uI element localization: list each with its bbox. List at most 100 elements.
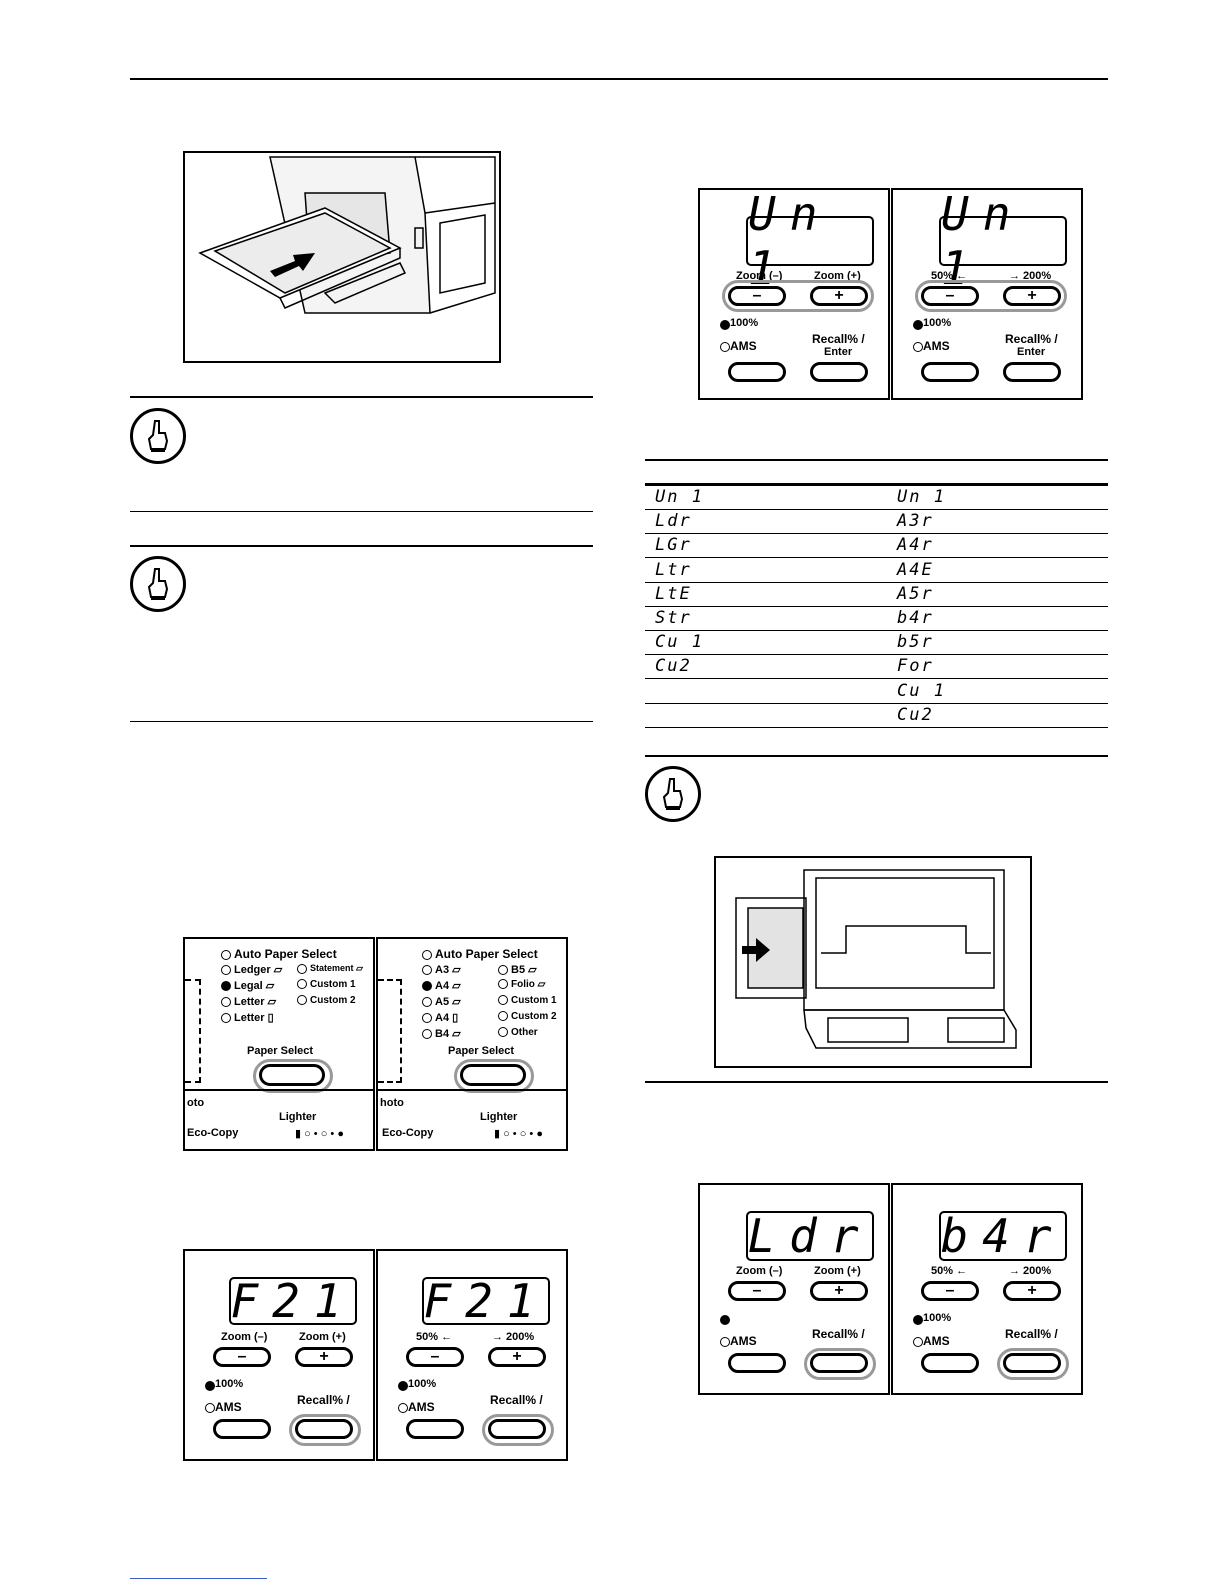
enter-button[interactable] xyxy=(1003,362,1061,382)
zoom-minus-button[interactable]: – xyxy=(728,286,786,306)
label-ams: AMS xyxy=(730,339,757,353)
label-100: 100% xyxy=(215,1378,244,1390)
led-100 xyxy=(205,1381,215,1391)
option-b4: B4 ▱ xyxy=(422,1027,461,1040)
paper-select-panel-inch: Auto Paper Select Ledger ▱ Legal ▱ Lette… xyxy=(183,937,375,1151)
option-custom1: Custom 1 xyxy=(498,995,557,1006)
led-ams xyxy=(720,1337,730,1347)
lighter-label: Lighter xyxy=(279,1111,317,1123)
zoom-minus-button[interactable]: – xyxy=(406,1347,464,1367)
ams-button[interactable] xyxy=(728,1353,786,1373)
enter-button[interactable] xyxy=(810,1353,868,1373)
inch-code: LGr xyxy=(655,535,692,556)
ams-button[interactable] xyxy=(921,1353,979,1373)
photo-label: oto xyxy=(187,1097,205,1109)
metric-code: b4r xyxy=(897,608,934,628)
label-recall: Recall% / xyxy=(1005,1327,1058,1341)
enter-button[interactable] xyxy=(810,362,868,382)
note1-top-rule xyxy=(130,396,593,398)
zoom-plus-button[interactable]: + xyxy=(810,286,868,306)
eco-copy-label: Eco-Copy xyxy=(382,1127,434,1139)
paper-select-label: Paper Select xyxy=(448,1045,515,1057)
led-100 xyxy=(720,320,730,330)
paper-select-button[interactable] xyxy=(460,1064,526,1086)
zoom-buttons-highlight xyxy=(915,280,1067,312)
zoom-plus-button[interactable]: + xyxy=(1003,1281,1061,1301)
ams-button[interactable] xyxy=(728,362,786,382)
f21-panel-inch: F21 Zoom (–) Zoom (+) – + 100% AMS Recal… xyxy=(183,1249,375,1461)
metric-code: Cu 1 xyxy=(897,680,946,701)
led-ams xyxy=(720,342,730,352)
pointing-hand-icon xyxy=(130,556,186,612)
zoom-plus-button[interactable]: + xyxy=(1003,286,1061,306)
option-b5: B5 ▱ xyxy=(498,963,537,976)
pointing-hand-icon xyxy=(645,766,701,822)
metric-code: A4E xyxy=(897,559,934,580)
zoom-plus-label: Zoom (+) xyxy=(814,270,861,282)
zoom-plus-button[interactable]: + xyxy=(488,1347,546,1367)
ams-button[interactable] xyxy=(406,1419,464,1439)
option-a4r: A4 ▱ xyxy=(422,979,461,992)
tray-indicators xyxy=(185,979,201,1083)
panel-divider xyxy=(185,1089,373,1091)
zoom-minus-button[interactable]: – xyxy=(213,1347,271,1367)
lcd-display: Un 1 xyxy=(746,190,874,295)
label-ams: AMS xyxy=(923,1334,950,1348)
paper-select-button[interactable] xyxy=(259,1064,325,1086)
enter-button[interactable] xyxy=(295,1419,353,1439)
paper-select-highlight xyxy=(253,1059,333,1093)
option-letter-r: Letter ▱ xyxy=(221,995,276,1008)
zoom-plus-label: Zoom (+) xyxy=(299,1331,346,1343)
label-recall: Recall% / xyxy=(812,332,865,346)
label-100: 100% xyxy=(730,317,759,329)
paper-select-panel-metric: Auto Paper Select A3 ▱ A4 ▱ A5 ▱ A4 ▯ B4… xyxy=(376,937,568,1151)
enter-button[interactable] xyxy=(488,1419,546,1439)
density-leds: ▮ ○ • ○ • ● xyxy=(295,1128,344,1140)
option-a3: A3 ▱ xyxy=(422,963,461,976)
enter-button[interactable] xyxy=(1003,1353,1061,1373)
zoom-plus-button[interactable]: + xyxy=(810,1281,868,1301)
label-recall: Recall% / xyxy=(1005,332,1058,346)
ams-button[interactable] xyxy=(921,362,979,382)
label-recall: Recall% / xyxy=(812,1327,865,1341)
ams-button[interactable] xyxy=(213,1419,271,1439)
zoom-plus-label: → 200% xyxy=(1009,270,1052,282)
eco-copy-label: Eco-Copy xyxy=(187,1127,239,1139)
enter-highlight xyxy=(482,1414,554,1446)
option-ledger: Ledger ▱ xyxy=(221,963,282,976)
metric-code: b5r xyxy=(897,632,934,653)
led-100 xyxy=(913,1315,923,1325)
zoom-plus-label: Zoom (+) xyxy=(814,1265,861,1277)
zoom-minus-button[interactable]: – xyxy=(921,286,979,306)
option-custom1: Custom 1 xyxy=(297,979,356,990)
label-100: 100% xyxy=(923,317,952,329)
metric-code: A5r xyxy=(897,583,934,604)
density-leds: ▮ ○ • ○ • ● xyxy=(494,1128,543,1140)
enter-highlight xyxy=(997,1348,1069,1380)
note2-top-rule xyxy=(130,545,593,547)
table-row: Cu 1 xyxy=(645,679,1108,704)
label-recall: Recall% / xyxy=(297,1393,350,1407)
option-custom2: Custom 2 xyxy=(297,995,356,1006)
zoom-minus-button[interactable]: – xyxy=(728,1281,786,1301)
enter-highlight xyxy=(804,1348,876,1380)
lighter-label: Lighter xyxy=(480,1111,518,1123)
lcd-display: F21 xyxy=(422,1274,550,1328)
un1-panel-metric: Un 1 50% ← → 200% – + 100% AMS Recall% /… xyxy=(891,188,1083,400)
b4r-panel-metric: b4r 50% ← → 200% – + 100% AMS Recall% / xyxy=(891,1183,1083,1395)
bypass-tray-illustration xyxy=(183,151,501,363)
zoom-plus-label: → 200% xyxy=(1009,1265,1052,1277)
led-ams xyxy=(913,1337,923,1347)
zoom-minus-label: Zoom (–) xyxy=(736,1265,783,1277)
zoom-minus-button[interactable]: – xyxy=(921,1281,979,1301)
lcd-display: b4r xyxy=(939,1209,1067,1263)
inch-code: Cu2 xyxy=(655,656,692,677)
auto-paper-select-label: Auto Paper Select xyxy=(422,947,538,961)
paper-select-label: Paper Select xyxy=(247,1045,314,1057)
zoom-plus-button[interactable]: + xyxy=(295,1347,353,1367)
label-100: 100% xyxy=(408,1378,437,1390)
footer-link-underline[interactable] xyxy=(130,1578,267,1579)
